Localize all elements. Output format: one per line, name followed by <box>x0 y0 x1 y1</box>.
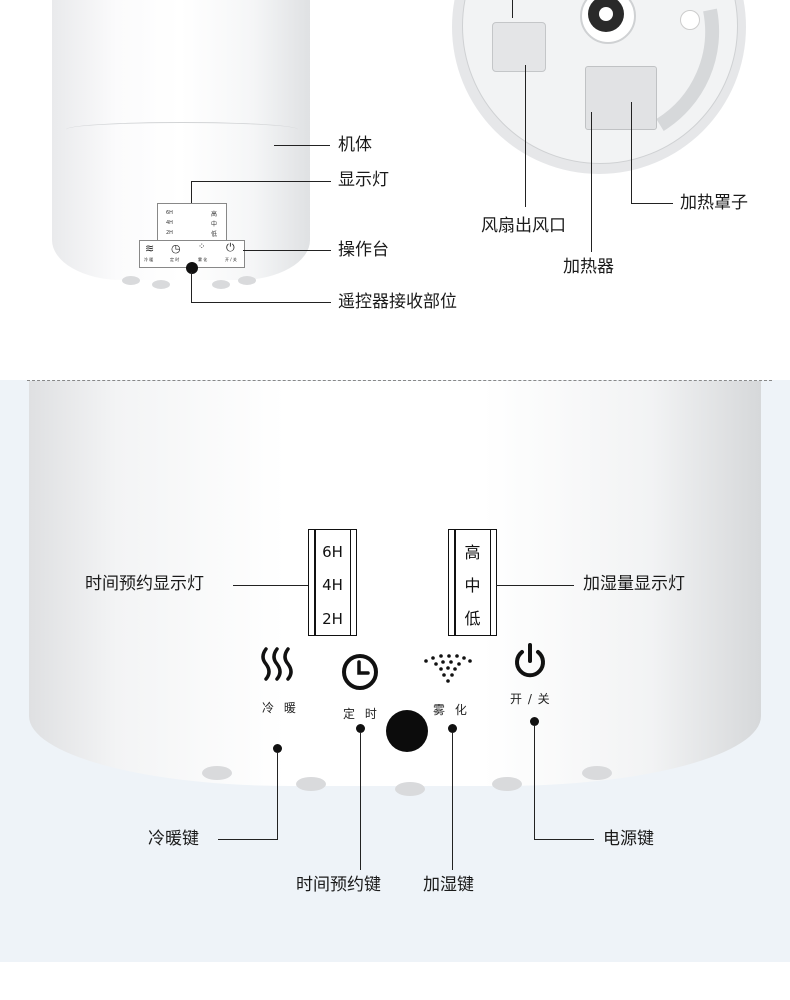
body-seam <box>66 122 298 137</box>
mini-power-icon: ⏻ <box>226 241 235 254</box>
button-label-power: 开 / 关 <box>510 692 551 706</box>
callout-line <box>191 181 192 203</box>
mini-clock-icon: ◷ <box>171 242 181 255</box>
heater-cover <box>585 66 657 130</box>
level-low: 低 <box>464 609 481 628</box>
mini-level-mid: 中 <box>211 221 218 228</box>
clock-icon[interactable] <box>340 652 380 692</box>
button-label-mist: 雾 化 <box>433 703 470 717</box>
mini-btn-label: 开 / 关 <box>225 257 237 262</box>
callout-line <box>631 203 673 204</box>
base-knob <box>680 10 700 30</box>
callout-line <box>631 102 632 203</box>
mini-btn-label: 冷 暖 <box>144 257 154 262</box>
base-channel-arc <box>656 8 720 131</box>
section-divider <box>27 380 772 381</box>
timer-4h: 4H <box>322 576 343 594</box>
foot <box>122 276 140 285</box>
foot <box>238 276 256 285</box>
callout-power-key: 电源键 <box>603 829 654 849</box>
mini-ir-receiver <box>186 262 198 274</box>
mist-button[interactable] <box>448 724 457 733</box>
label-control: 操作台 <box>338 240 389 260</box>
callout-line <box>496 585 574 586</box>
label-remote-receiver: 遥控器接收部位 <box>338 292 457 312</box>
callout-line <box>591 112 592 252</box>
label-timer-display: 时间预约显示灯 <box>85 574 204 594</box>
timer-6h: 6H <box>322 543 343 561</box>
callout-line <box>218 839 278 840</box>
ir-receiver <box>386 710 428 752</box>
callout-line <box>191 302 331 303</box>
mini-time-6h: 6H <box>166 210 173 216</box>
mist-icon[interactable] <box>422 653 474 685</box>
callout-line <box>243 250 331 251</box>
power-icon[interactable] <box>511 642 549 680</box>
heater-block <box>492 22 546 72</box>
foot <box>492 777 522 791</box>
callout-line <box>191 272 192 302</box>
label-fan-outlet: 风扇出风口 <box>481 216 566 236</box>
foot <box>212 280 230 289</box>
label-body: 机体 <box>338 135 372 155</box>
mini-level-high: 高 <box>211 211 218 218</box>
timer-button[interactable] <box>356 724 365 733</box>
callout-line <box>274 145 330 146</box>
mini-time-2h: 2H <box>166 230 173 236</box>
callout-line <box>277 752 278 839</box>
foot <box>296 777 326 791</box>
callout-line <box>452 732 453 870</box>
callout-mist-key: 加湿键 <box>423 875 474 895</box>
foot <box>152 280 170 289</box>
mini-heat-wave-icon: ≋ <box>145 242 155 255</box>
power-button[interactable] <box>530 717 539 726</box>
callout-line <box>534 839 594 840</box>
panel-rule <box>314 530 316 635</box>
mini-btn-label: 定 时 <box>170 257 180 262</box>
foot <box>582 766 612 780</box>
foot <box>395 782 425 796</box>
fan-outlet-center <box>599 7 613 21</box>
timer-indicator-panel: 6H 4H 2H <box>308 529 357 636</box>
callout-line <box>233 585 308 586</box>
label-heater-cover: 加热罩子 <box>680 193 748 213</box>
callout-timer-key: 时间预约键 <box>296 875 381 895</box>
mini-mist-icon: ⁘ <box>198 242 206 252</box>
label-humidity-display: 加湿量显示灯 <box>583 574 685 594</box>
heat-button[interactable] <box>273 744 282 753</box>
timer-2h: 2H <box>322 610 343 628</box>
callout-line <box>360 732 361 870</box>
panel-rule <box>349 530 351 635</box>
humidity-indicator-panel: 高 中 低 <box>448 529 497 636</box>
level-high: 高 <box>464 543 481 562</box>
panel-rule <box>454 530 456 635</box>
callout-heat-key: 冷暖键 <box>148 829 199 849</box>
label-heater: 加热器 <box>563 257 614 277</box>
callout-line <box>512 0 513 18</box>
callout-line <box>534 725 535 839</box>
mini-display-panel: 6H 4H 2H 高 中 低 <box>157 203 227 243</box>
button-label-timer: 定 时 <box>343 707 380 721</box>
panel-rule <box>489 530 491 635</box>
heat-wave-icon[interactable] <box>259 645 297 683</box>
level-mid: 中 <box>464 576 481 595</box>
mini-time-4h: 4H <box>166 220 173 226</box>
foot <box>202 766 232 780</box>
callout-line <box>191 181 331 182</box>
mini-btn-label: 雾 化 <box>198 257 208 262</box>
label-display: 显示灯 <box>338 170 389 190</box>
button-label-heat: 冷 暖 <box>262 701 299 715</box>
mini-level-low: 低 <box>211 231 218 238</box>
callout-line <box>525 65 526 207</box>
